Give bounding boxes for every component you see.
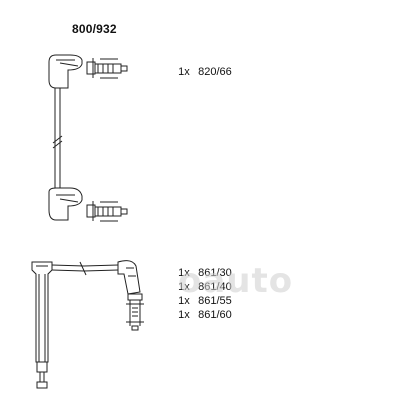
spec-code: 861/30: [198, 267, 232, 279]
watermark-logo: oauto: [178, 261, 294, 301]
spec-code: 861/55: [198, 295, 232, 307]
spec-row-lead-1: 1x 861/30: [172, 254, 232, 280]
spec-row-lead-2: 1x 861/40: [172, 268, 232, 294]
spec-code: 861/40: [198, 281, 232, 293]
spec-row-coil-lead: 1x 820/66: [172, 53, 232, 79]
part-number-title: 800/932: [72, 22, 117, 36]
spec-qty: 1x: [178, 66, 190, 78]
spec-code: 861/60: [198, 309, 232, 321]
spec-row-lead-4: 1x 861/60: [172, 296, 232, 322]
spec-row-lead-3: 1x 861/55: [172, 282, 232, 308]
coil-lead-illustration: [48, 54, 128, 222]
spec-qty: 1x: [178, 295, 190, 307]
spec-qty: 1x: [178, 267, 190, 279]
spec-qty: 1x: [178, 309, 190, 321]
spec-code: 820/66: [198, 66, 232, 78]
spec-qty: 1x: [178, 281, 190, 293]
plug-lead-illustration: [31, 260, 144, 389]
